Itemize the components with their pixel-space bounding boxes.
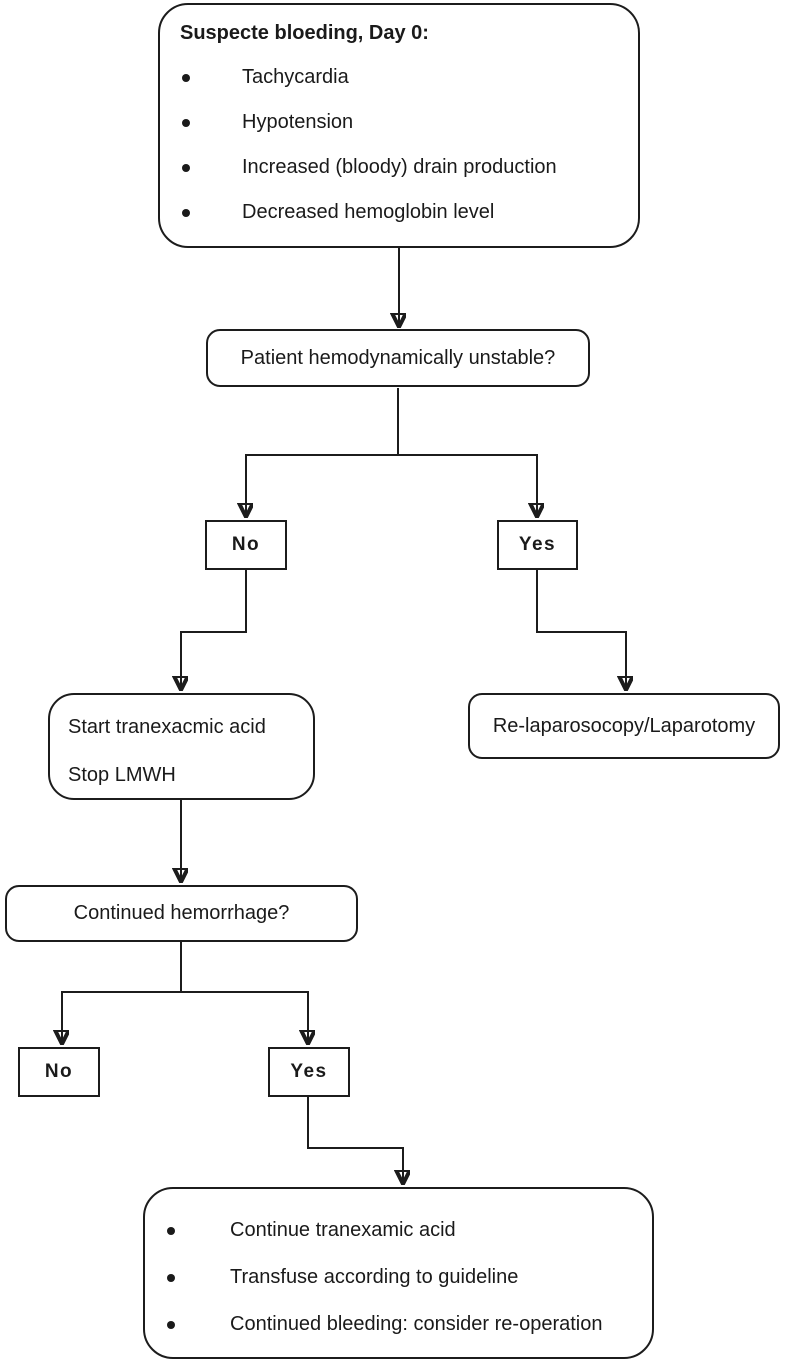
list-item: Increased (bloody) drain production	[180, 145, 620, 190]
node-continued-treatment: Continue tranexamic acid Transfuse accor…	[143, 1187, 654, 1359]
relaparoscopy-label: Re-laparosocopy/Laparotomy	[492, 714, 756, 737]
connector-question1-to-yes	[397, 454, 537, 516]
yes-label: Yes	[290, 1061, 328, 1083]
suspected-bleeding-title: Suspecte bloeding, Day 0:	[180, 21, 429, 44]
connector-no-to-treatment	[181, 570, 247, 689]
treatment-line: Start tranexacmic acid	[68, 715, 266, 738]
list-item: Transfuse according to guideline	[167, 1254, 642, 1301]
list-item: Continued bleeding: consider re-operatio…	[167, 1301, 642, 1348]
connector-question1-to-no	[246, 388, 399, 516]
node-unstable-no: No	[205, 520, 287, 570]
node-hemorrhage-question: Continued hemorrhage?	[5, 885, 358, 942]
bullet-label: Increased (bloody) drain production	[242, 156, 557, 178]
connector-question2-to-no	[62, 942, 182, 1043]
no-label: No	[231, 534, 261, 556]
hemorrhage-question-label: Continued hemorrhage?	[73, 902, 290, 924]
bullet-label: Decreased hemoglobin level	[242, 201, 495, 223]
bullet-icon	[182, 163, 190, 172]
node-start-treatment: Start tranexacmic acid Stop LMWH	[48, 693, 315, 800]
list-item: Continue tranexamic acid	[167, 1207, 642, 1254]
bullet-label: Transfuse according to guideline	[230, 1266, 519, 1288]
unstable-question-label: Patient hemodynamically unstable?	[240, 346, 556, 369]
node-suspected-bleeding: Suspecte bloeding, Day 0: Tachycardia Hy…	[158, 3, 640, 248]
no-label: No	[44, 1061, 74, 1083]
connector-yes-to-continued-treatment	[307, 1097, 403, 1183]
bullet-icon	[167, 1226, 175, 1235]
bullet-icon	[167, 1273, 175, 1282]
node-hemorrhage-no: No	[18, 1047, 100, 1097]
bullet-icon	[182, 73, 190, 82]
bullet-label: Continued bleeding: consider re-operatio…	[230, 1313, 603, 1335]
node-unstable-question: Patient hemodynamically unstable?	[206, 329, 590, 387]
yes-label: Yes	[518, 534, 557, 556]
list-item: Tachycardia	[180, 55, 620, 100]
bullet-label: Tachycardia	[242, 66, 349, 88]
list-item: Decreased hemoglobin level	[180, 190, 620, 235]
node-relaparoscopy: Re-laparosocopy/Laparotomy	[468, 693, 780, 759]
connector-question2-to-yes	[180, 991, 308, 1043]
treatment-line: Stop LMWH	[68, 763, 176, 786]
node-hemorrhage-yes: Yes	[268, 1047, 350, 1097]
bullet-icon	[182, 118, 190, 127]
bullet-icon	[167, 1320, 175, 1329]
bullet-label: Hypotension	[242, 111, 354, 133]
list-item: Hypotension	[180, 100, 620, 145]
bullet-icon	[182, 208, 190, 217]
node-unstable-yes: Yes	[497, 520, 578, 570]
connector-yes-to-relaparoscopy	[536, 570, 626, 689]
bullet-label: Continue tranexamic acid	[230, 1219, 456, 1241]
